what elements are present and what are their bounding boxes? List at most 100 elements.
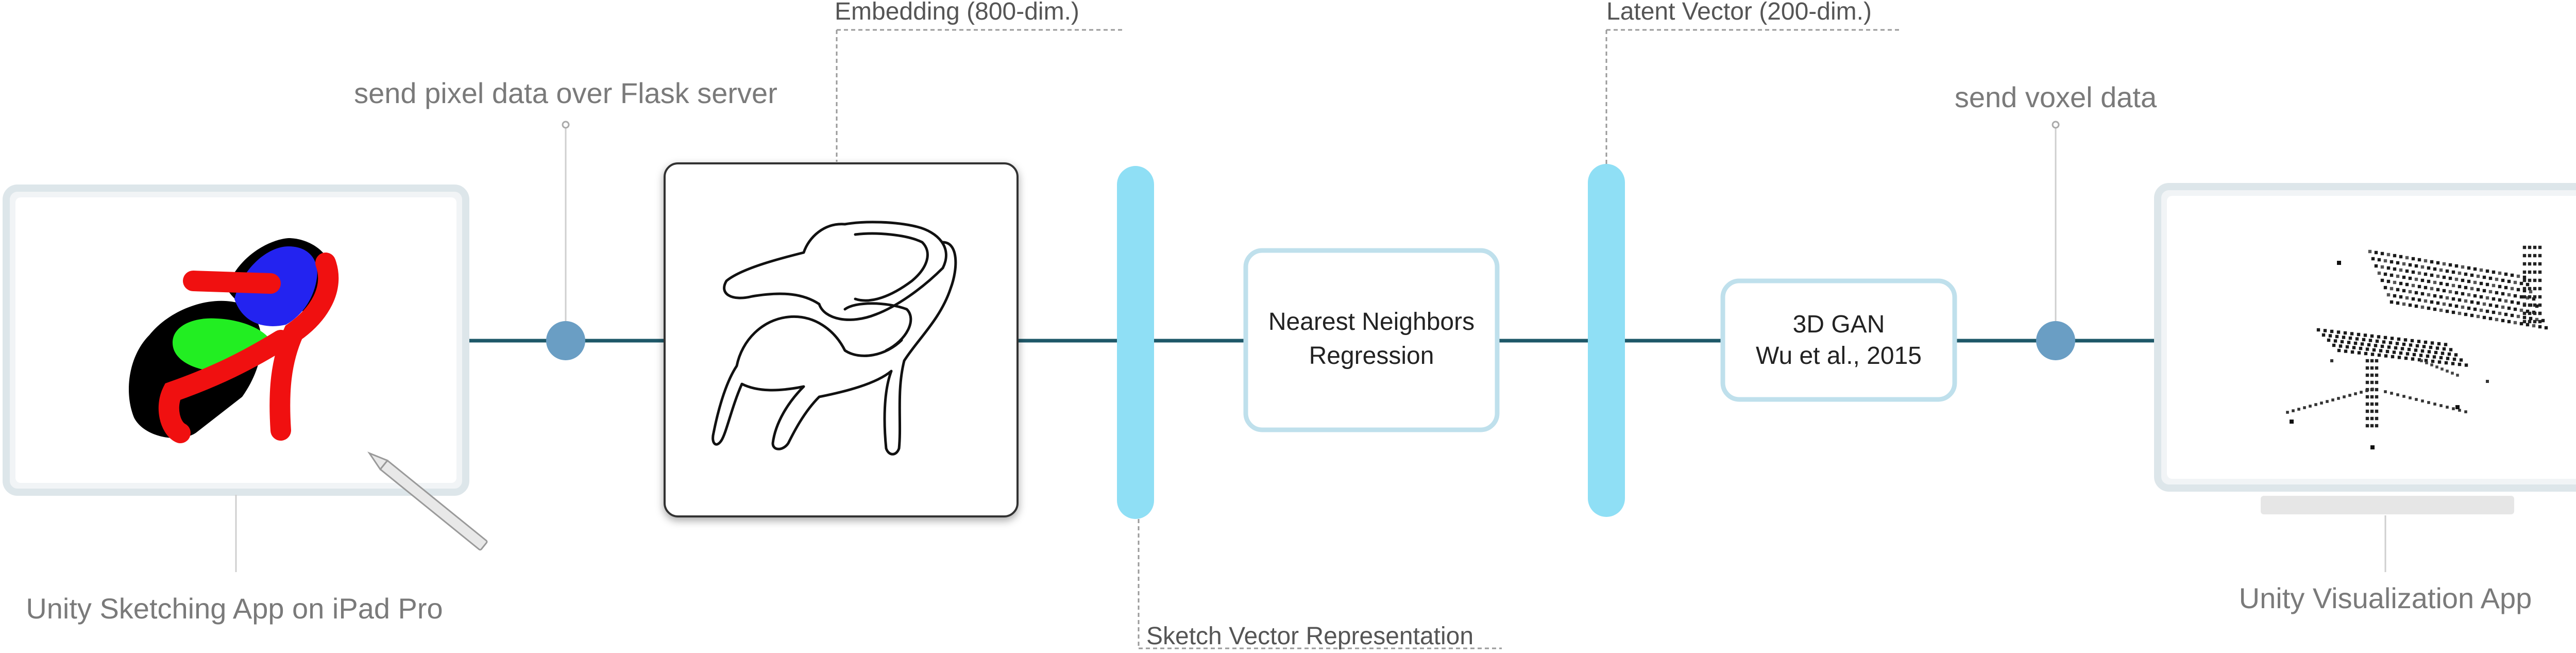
voxel <box>2479 295 2483 299</box>
voxel <box>2360 342 2364 346</box>
voxel <box>2412 353 2416 357</box>
voxel <box>2528 254 2532 258</box>
voxel <box>2399 255 2403 259</box>
voxel <box>2451 297 2455 301</box>
voxel <box>2290 420 2294 424</box>
voxel <box>2535 304 2539 308</box>
voxel <box>2528 262 2532 266</box>
voxel <box>2519 281 2523 286</box>
voxel <box>2488 316 2493 321</box>
voxel <box>2538 278 2542 282</box>
voxel <box>2370 402 2374 406</box>
voxel <box>2522 245 2527 249</box>
voxel <box>2488 303 2493 307</box>
voxel <box>2507 306 2511 310</box>
voxel <box>2458 409 2461 412</box>
voxel <box>2368 249 2372 254</box>
voxel <box>2415 344 2419 348</box>
voxel <box>2533 245 2537 249</box>
voxel <box>2345 345 2349 349</box>
voxel <box>2504 286 2508 290</box>
voxel <box>2429 345 2433 349</box>
voxel <box>2498 298 2502 302</box>
sketch-vector-bar <box>1117 166 1154 519</box>
voxel <box>2538 287 2542 291</box>
voxel <box>2461 278 2465 282</box>
voxel <box>2382 340 2386 344</box>
voxel <box>2355 337 2359 341</box>
voxel <box>2467 279 2471 283</box>
voxel <box>2414 277 2418 281</box>
voxel <box>2473 294 2477 298</box>
voxel <box>2458 362 2462 366</box>
voxel <box>2374 250 2378 255</box>
voxel <box>2528 303 2532 307</box>
voxel <box>2394 346 2398 350</box>
voxel <box>2431 359 2435 363</box>
voxel <box>2408 276 2412 280</box>
voxel <box>2419 354 2423 357</box>
monitor-stand <box>2261 496 2514 514</box>
voxel <box>2404 356 2408 360</box>
latent-label: Latent Vector (200-dim.) <box>1606 0 1872 25</box>
voxel <box>2488 290 2493 294</box>
voxel <box>2441 367 2444 371</box>
voxel <box>2461 305 2465 309</box>
voxel <box>2417 298 2421 302</box>
voxel <box>2375 424 2379 428</box>
visualization-monitor <box>2154 183 2576 514</box>
voxel <box>2384 390 2387 393</box>
voxel <box>2432 355 2436 359</box>
voxel <box>2538 311 2542 315</box>
voxel <box>2417 258 2421 262</box>
voxel <box>2528 287 2532 291</box>
voxel <box>2415 398 2418 401</box>
voxel <box>2405 352 2410 356</box>
send-voxel-label: send voxel data <box>1955 81 2157 113</box>
ipad-app-label: Unity Sketching App on iPad Pro <box>26 592 443 625</box>
voxel <box>2323 329 2327 332</box>
voxel <box>2396 261 2400 265</box>
voxel <box>2538 270 2542 274</box>
voxel <box>2492 297 2496 301</box>
voxel <box>2470 273 2474 277</box>
voxel <box>2389 260 2394 264</box>
voxel <box>2344 349 2348 353</box>
voxel <box>2467 266 2471 270</box>
voxel <box>2383 272 2387 276</box>
voxel <box>2522 275 2527 279</box>
voxel <box>2433 294 2437 298</box>
voxel <box>2411 357 2415 361</box>
voxel <box>2435 365 2438 369</box>
voxel <box>2403 338 2408 342</box>
voxel <box>2454 277 2459 281</box>
voxel <box>2522 311 2527 315</box>
voxel <box>2458 284 2462 289</box>
voxel <box>2417 340 2421 343</box>
gan-label-line2: Wu et al., 2015 <box>1756 342 1922 370</box>
voxel <box>2439 295 2443 299</box>
voxel <box>2350 332 2354 336</box>
embedding-label: Embedding (800-dim.) <box>835 0 1079 25</box>
voxel <box>2365 373 2369 377</box>
voxel <box>2365 424 2369 428</box>
voxel <box>2430 260 2434 264</box>
voxel <box>2454 264 2459 268</box>
voxel <box>2316 328 2320 332</box>
voxel <box>2482 302 2486 306</box>
voxel <box>2492 270 2496 274</box>
voxel <box>2370 380 2374 384</box>
voxel <box>2402 289 2406 293</box>
voxel <box>2526 323 2530 327</box>
voxel <box>2445 269 2449 273</box>
voxel <box>2482 275 2486 279</box>
voxel <box>2492 310 2496 314</box>
voxel <box>2538 295 2542 299</box>
voxel <box>2519 308 2523 312</box>
voxel <box>2359 346 2363 350</box>
voxel <box>2439 404 2443 407</box>
voxel <box>2343 331 2347 335</box>
voxel <box>2522 270 2527 274</box>
voxel <box>2513 321 2517 325</box>
